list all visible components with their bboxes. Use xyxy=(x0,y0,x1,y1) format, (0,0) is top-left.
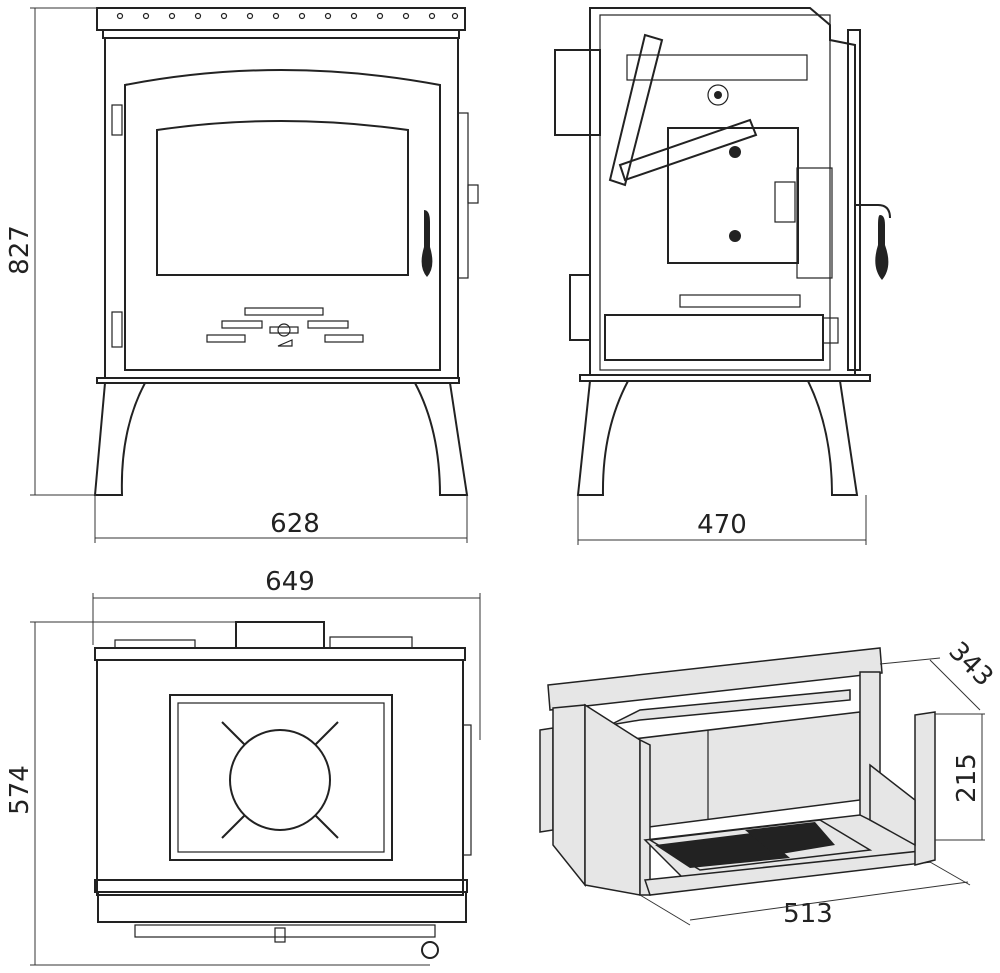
front-view: 827 628 xyxy=(5,7,479,543)
front-height-label: 827 xyxy=(5,225,35,275)
firebox-width-label: 513 xyxy=(783,899,833,929)
front-width-label: 628 xyxy=(270,509,320,539)
firebox-depth-label: 343 xyxy=(942,636,998,692)
side-depth-label: 470 xyxy=(697,510,747,540)
firebox-height-label: 215 xyxy=(952,753,982,803)
top-view: 649 574 xyxy=(5,567,481,966)
firebox-view: 343 215 513 xyxy=(539,636,999,929)
top-width-label: 649 xyxy=(265,567,315,597)
side-view: 470 xyxy=(554,7,891,545)
top-depth-label: 574 xyxy=(5,765,35,815)
